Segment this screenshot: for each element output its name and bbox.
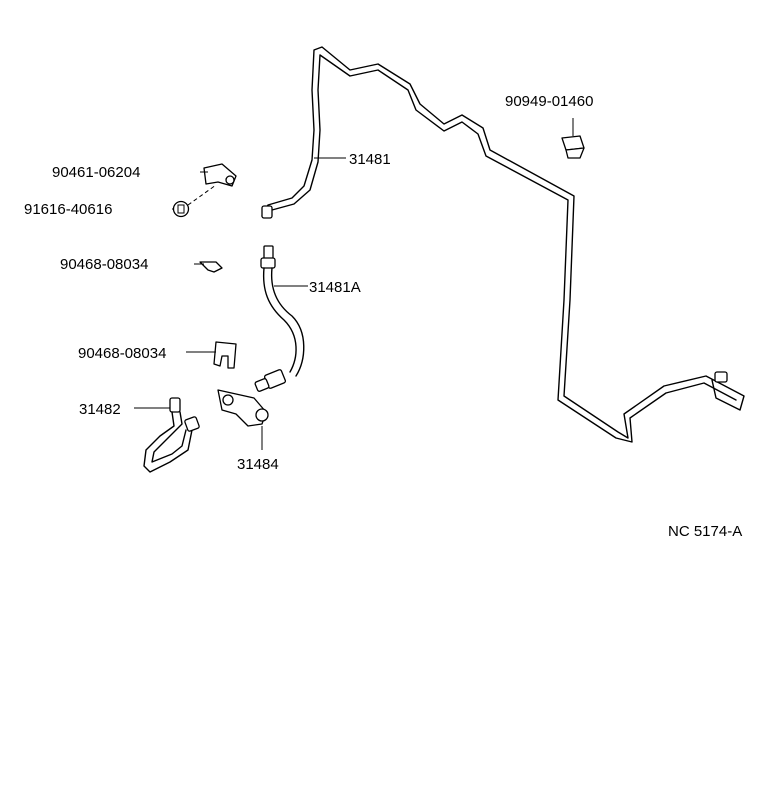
- label-90468-08034-lower: 90468-08034: [78, 345, 166, 362]
- label-31482: 31482: [79, 401, 121, 418]
- reference-code: NC 5174-A: [668, 523, 742, 540]
- label-90468-08034-upper: 90468-08034: [60, 256, 148, 273]
- label-91616-40616: 91616-40616: [24, 201, 112, 218]
- leader-lines: [134, 157, 346, 409]
- label-90949-01460: 90949-01460: [505, 93, 593, 110]
- tube-31482: [143, 397, 200, 473]
- clip-90468-08034-upper: [199, 261, 223, 273]
- clip-90468-08034-lower: [213, 341, 237, 369]
- label-31481a: 31481A: [309, 279, 361, 296]
- label-31484: 31484: [237, 456, 279, 473]
- clip-90949-01460: [561, 118, 585, 159]
- right-end-fitting: [714, 371, 728, 383]
- main-tube-end-fitting: [261, 205, 273, 219]
- label-31481: 31481: [349, 151, 391, 168]
- bracket-31484: [217, 389, 269, 450]
- nut-91616-40616: [172, 184, 217, 218]
- label-90461-06204: 90461-06204: [52, 164, 140, 181]
- main-brake-tube: [261, 46, 745, 443]
- flex-hose-31481a: [254, 245, 305, 392]
- bracket-90461-06204: [203, 163, 237, 187]
